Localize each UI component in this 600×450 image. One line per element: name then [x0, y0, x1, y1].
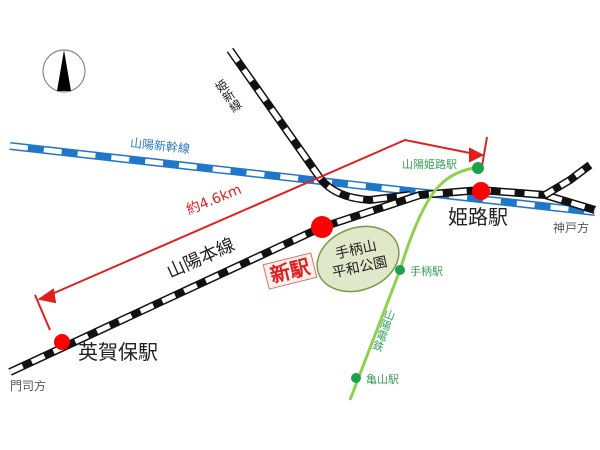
agaho-station-label: 英賀保駅	[78, 340, 158, 364]
kameyama-station-marker[interactable]	[351, 373, 361, 383]
himeji-station-marker[interactable]	[472, 182, 490, 200]
sanyo-electric-line	[348, 165, 481, 401]
park-area	[316, 225, 400, 293]
sanyo-himeji-station-label: 山陽姫路駅	[402, 158, 457, 171]
sanyo-main-line	[8, 161, 597, 376]
tegara-station-label: 手柄駅	[410, 265, 443, 278]
kobe-direction-label: 神戸方	[553, 221, 590, 235]
kameyama-station-label: 亀山駅	[366, 373, 399, 386]
sanyo-himeji-station-marker[interactable]	[472, 162, 484, 174]
new-station-marker[interactable]	[311, 216, 333, 238]
himeji-station-label: 姫路駅	[448, 205, 508, 229]
agaho-station-marker[interactable]	[54, 334, 70, 350]
distance-arrow	[34, 136, 488, 331]
north-arrow-icon	[42, 49, 86, 93]
shinkansen-line	[9, 142, 596, 216]
moji-direction-label: 門司方	[10, 379, 47, 393]
tegara-station-marker[interactable]	[395, 265, 405, 275]
